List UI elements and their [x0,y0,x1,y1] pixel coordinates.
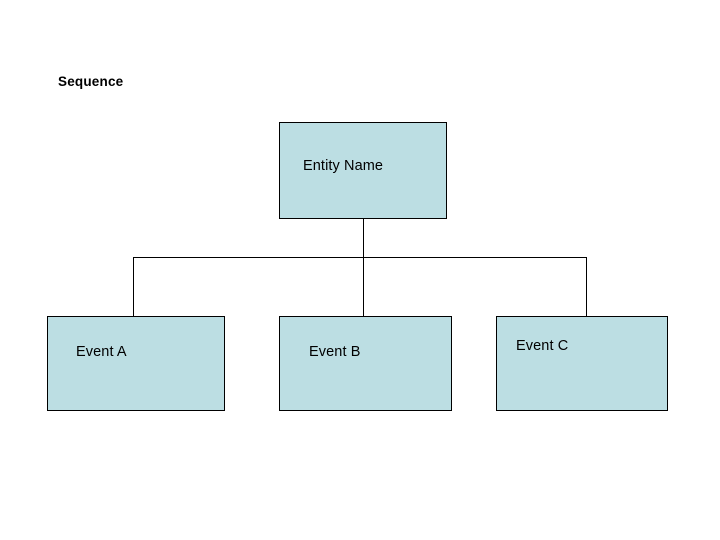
node-event-c[interactable] [496,316,668,411]
connector-drop-event-c [586,257,587,317]
connector-root-stem [363,219,364,258]
connector-horizontal-bus [133,257,587,258]
connector-drop-event-b [363,257,364,317]
node-event-b[interactable] [279,316,452,411]
node-event-a-label: Event A [76,344,127,360]
diagram-title: Sequence [58,74,124,89]
connector-drop-event-a [133,257,134,317]
node-event-b-label: Event B [309,344,361,360]
node-entity[interactable] [279,122,447,219]
node-event-c-label: Event C [516,338,569,354]
node-event-a[interactable] [47,316,225,411]
node-entity-label: Entity Name [303,158,384,174]
